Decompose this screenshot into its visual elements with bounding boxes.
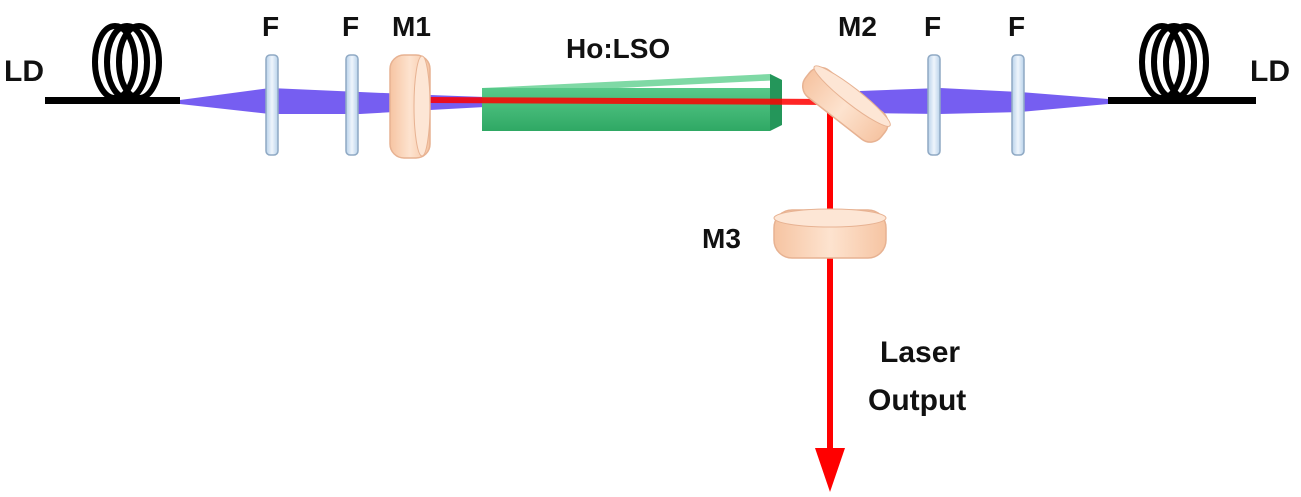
mirror-m1 xyxy=(389,54,431,159)
filter-right-1 xyxy=(927,54,941,156)
filter-right-2 xyxy=(1011,54,1025,156)
label-ld-right: LD xyxy=(1250,55,1290,88)
right-laser-diode xyxy=(1108,23,1256,104)
label-mirror-m3: M3 xyxy=(702,223,741,254)
filter-left-1 xyxy=(265,54,279,156)
label-crystal: Ho:LSO xyxy=(566,33,670,64)
label-output-line2: Output xyxy=(868,384,966,417)
label-mirror-m1: M1 xyxy=(392,11,431,42)
label-output-line1: Laser xyxy=(880,336,960,369)
label-ld-left: LD xyxy=(4,55,44,88)
label-filter-1: F xyxy=(262,11,279,42)
left-laser-diode xyxy=(45,23,180,104)
label-filter-2: F xyxy=(342,11,359,42)
right-pump-beam xyxy=(860,88,1108,114)
left-fiber xyxy=(45,97,180,104)
output-arrowhead xyxy=(815,448,845,492)
filter-left-2 xyxy=(345,54,359,156)
label-filter-4: F xyxy=(1008,11,1025,42)
right-fiber xyxy=(1108,97,1256,104)
cavity-laser-beam xyxy=(427,97,831,105)
label-filter-3: F xyxy=(924,11,941,42)
mirror-m2 xyxy=(801,65,891,143)
ho-lso-crystal xyxy=(482,74,782,131)
mirror-m3 xyxy=(773,208,887,259)
label-mirror-m2: M2 xyxy=(838,11,877,42)
